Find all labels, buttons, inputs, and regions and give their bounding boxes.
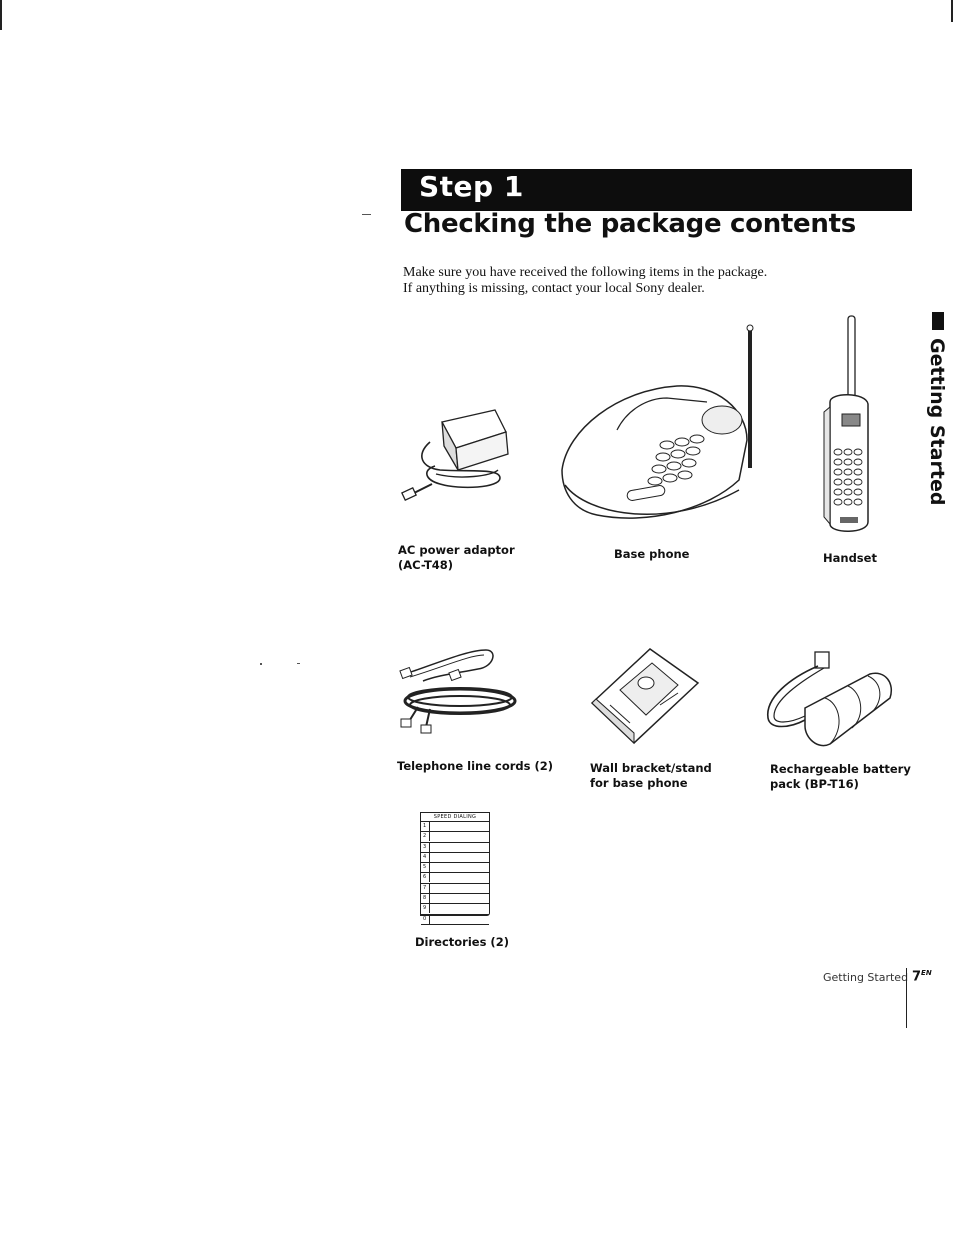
wall-bracket-illustration — [590, 648, 700, 745]
directory-row-number: 4 — [423, 852, 430, 862]
directory-row: 8 — [421, 894, 489, 905]
page-number-suffix: EN — [921, 969, 932, 977]
ac-adaptor-illustration — [401, 409, 509, 502]
telephone-cords-illustration — [399, 649, 517, 734]
caption-base-phone-line1: Base phone — [614, 547, 690, 561]
directory-row-number: 3 — [423, 842, 430, 852]
directory-row: 9 — [421, 904, 489, 915]
directory-row-number: 1 — [423, 822, 430, 831]
battery-pack-illustration — [767, 651, 892, 747]
intro-line-1: Make sure you have received the followin… — [403, 265, 768, 280]
directory-row-number: 2 — [423, 832, 430, 842]
step-banner: Step 1 — [401, 169, 912, 211]
step-label: Step 1 — [419, 170, 524, 203]
footer-section-name: Getting Started — [823, 971, 909, 984]
directory-row-number: 0 — [423, 914, 430, 924]
caption-wall-bracket-line1: Wall bracket/stand — [590, 761, 712, 775]
page-title: Checking the package contents — [404, 209, 856, 239]
page-edge-mark-right — [951, 0, 953, 22]
caption-battery-line2: pack (BP-T16) — [770, 777, 859, 791]
page-number-value: 7 — [912, 969, 922, 985]
caption-wall-bracket: Wall bracket/stand for base phone — [590, 761, 712, 791]
intro-line-2: If anything is missing, contact your loc… — [403, 281, 705, 296]
directory-row: 3 — [421, 842, 489, 853]
page-number: 7EN — [912, 969, 932, 984]
directory-row-number: 9 — [423, 904, 430, 914]
caption-handset: Handset — [823, 551, 877, 566]
directory-card-title: SPEED DIALING — [421, 813, 489, 822]
directory-row: 6 — [421, 873, 489, 884]
caption-base-phone: Base phone — [614, 547, 689, 562]
directory-row: 1 — [421, 822, 489, 833]
directory-row: 2 — [421, 832, 489, 843]
caption-directories-line1: Directories (2) — [415, 935, 509, 949]
directory-row: 7 — [421, 883, 489, 895]
directory-row: 4 — [421, 852, 489, 864]
directory-row: 5 — [421, 863, 489, 874]
handset-illustration — [823, 315, 869, 532]
scan-speck — [297, 663, 300, 664]
footer-divider — [906, 968, 907, 1028]
directory-row: 0 — [421, 914, 489, 925]
directory-row-number: 6 — [423, 873, 430, 883]
caption-ac-adaptor: AC power adaptor (AC-T48) — [398, 543, 515, 573]
page-edge-mark-left — [0, 0, 2, 30]
scan-speck — [260, 663, 262, 665]
section-tab-label: Getting Started — [926, 338, 948, 506]
caption-telephone-cords-line1: Telephone line cords (2) — [397, 759, 554, 773]
directory-row-number: 5 — [423, 863, 430, 873]
caption-handset-line1: Handset — [823, 551, 877, 565]
caption-directories: Directories (2) — [415, 935, 509, 950]
caption-telephone-cords: Telephone line cords (2) — [397, 759, 553, 774]
base-phone-illustration — [561, 324, 754, 519]
caption-battery-line1: Rechargeable battery — [770, 762, 911, 776]
caption-battery: Rechargeable battery pack (BP-T16) — [770, 762, 911, 792]
scan-speck — [362, 214, 371, 215]
intro-paragraph: Make sure you have received the followin… — [403, 265, 823, 297]
directory-row-number: 7 — [423, 883, 430, 893]
caption-ac-adaptor-line1: AC power adaptor — [398, 543, 515, 557]
caption-ac-adaptor-line2: (AC-T48) — [398, 558, 454, 572]
section-tab-marker — [932, 312, 944, 330]
caption-wall-bracket-line2: for base phone — [590, 776, 688, 790]
directory-row-number: 8 — [423, 894, 430, 904]
